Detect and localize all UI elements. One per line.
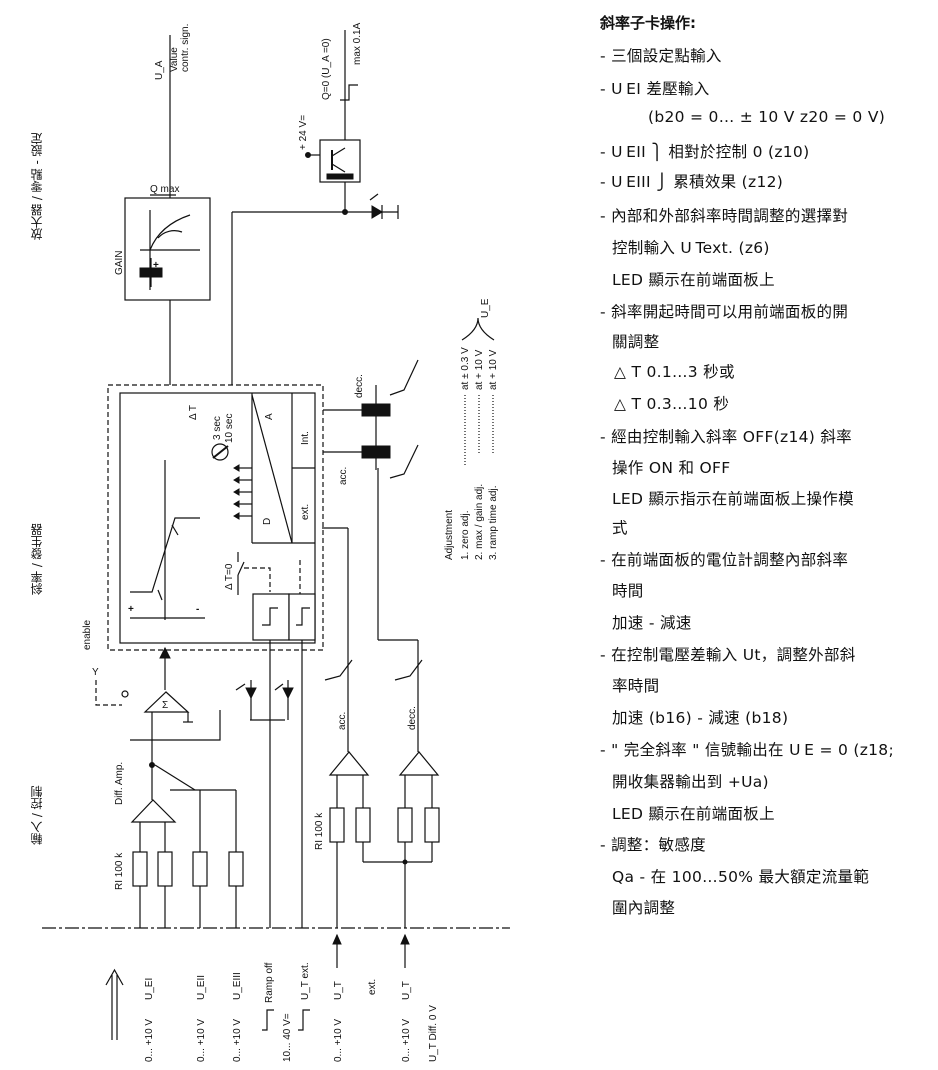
note-line: 式	[612, 519, 628, 537]
note-line: - 經由控制輸入斜率 OFF(z14) 斜率	[600, 428, 852, 446]
input-ext-name: ext.	[367, 979, 378, 995]
gain-label: GAIN	[114, 251, 125, 275]
input-ramp-off-range: 10... 40 V=	[282, 1013, 293, 1062]
note-line: LED 顯示在前端面板上	[612, 805, 775, 823]
note-line: 操作 ON 和 OFF	[612, 459, 731, 477]
int-label: Int.	[300, 431, 311, 445]
input-ue1-name: U_EI	[144, 978, 155, 1000]
svg-text:Y: Y	[92, 667, 99, 678]
adj2-label: 2. max / gain adj.	[474, 484, 485, 560]
note-line: - 內部和外部斜率時間調整的選擇對	[600, 207, 849, 225]
led-diode-top	[371, 205, 383, 219]
input-ue1-range: 0... +10 V	[144, 1019, 155, 1062]
section-input-label: 輸入 / 控制	[30, 785, 44, 845]
note-line: 加速 (b16) - 減速 (b18)	[612, 709, 789, 727]
q-max-label: Q max	[150, 184, 179, 195]
adj1-label: 1. zero adj.	[460, 511, 471, 560]
input-ut-ext-name: U_T ext.	[300, 962, 311, 1000]
ua-contr-label: contr. sign.	[180, 24, 191, 72]
input-ue2-range: 0... +10 V	[196, 1019, 207, 1062]
supply-label: + 24 V=	[298, 115, 309, 150]
adj1-value: at ± 0.3 V	[460, 347, 471, 390]
ue-label: U_E	[480, 298, 491, 318]
diff-amp-label: Diff. Amp.	[114, 762, 125, 805]
note-line: - U EI 差壓輸入	[600, 80, 710, 98]
input-ramp-off-name: Ramp off	[264, 962, 275, 1003]
dt0-label: Δ T=0	[224, 563, 235, 590]
note-line: Qa - 在 100…50% 最大額定流量範	[612, 868, 870, 886]
acc-potentiometer	[361, 445, 391, 459]
section-amp-label: 放大器 / 零點 - 設定	[30, 132, 44, 240]
ramp-a-label: A	[264, 413, 275, 420]
note-line: 圍內調整	[612, 899, 676, 917]
gain-box	[124, 197, 211, 301]
input-ut2-name: U_T	[401, 981, 412, 1000]
note-line: 關調整	[612, 333, 660, 351]
ua-label: U_A	[154, 60, 165, 80]
enable-line	[95, 680, 122, 706]
note-line: 加速 - 減速	[612, 614, 692, 632]
input-ue3-range: 0... +10 V	[232, 1019, 243, 1062]
q0-label: Q=0 (U_A =0)	[321, 38, 332, 100]
ramp-waveform	[130, 517, 200, 593]
note-line: LED 顯示指示在前端面板上操作模	[612, 490, 854, 508]
acc-bot-label: acc.	[337, 712, 348, 730]
delta-t-label: Δ T	[188, 405, 199, 420]
note-line: △ T 0.3…10 秒	[614, 395, 730, 413]
ramp-selector-arrows	[233, 464, 252, 520]
note-line: △ T 0.1…3 秒或	[614, 363, 735, 381]
ri100k-b-label: RI 100 k	[314, 812, 325, 850]
note-line: 率時間	[612, 677, 660, 695]
note-line: - U EIII ⎭ 累積效果 (z12)	[600, 173, 784, 191]
ue-brace	[461, 317, 495, 341]
note-line: 開收集器輸出到 +Ua)	[612, 773, 769, 791]
notes-title: 斜率子卡操作:	[600, 14, 696, 32]
input-ue2-name: U_EII	[196, 975, 207, 1000]
ramp-d-label: D	[262, 518, 273, 525]
input-ut-name: U_T	[333, 981, 344, 1000]
t3-label: 3 sec	[212, 416, 223, 440]
input-ut-range: 0... +10 V	[333, 1019, 344, 1062]
enable-label: enable	[82, 620, 93, 650]
input-ue3-name: U_EIII	[232, 972, 243, 1000]
note-line: - 在控制電壓差輸入 Ut，調整外部斜	[600, 646, 856, 664]
note-line: - U EII ⎫ 相對於控制 0 (z10)	[600, 143, 810, 161]
decc-bot-label: decc.	[407, 706, 418, 730]
acc-amplifier	[328, 751, 370, 776]
adjustment-title: Adjustment	[444, 510, 455, 560]
t10-label: 10 sec	[224, 414, 235, 443]
section-ramp-label: 斜率 / 發生器	[30, 523, 44, 595]
decc-top-label: decc.	[354, 374, 365, 398]
ua-value-label: Value	[169, 47, 180, 72]
decc-potentiometer	[361, 403, 391, 417]
ramp-time-switch	[211, 443, 229, 461]
input-ut-diff: U_T Diff. 0 V	[428, 1005, 439, 1062]
acc-top-label: acc.	[338, 467, 349, 485]
note-line: - 在前端面板的電位計調整內部斜率	[600, 551, 849, 569]
input-ut2-range: 0... +10 V	[401, 1019, 412, 1062]
ext-label: ext.	[300, 504, 311, 520]
ramp-plus-label: +	[128, 604, 134, 615]
sigma-label: Σ	[162, 700, 168, 711]
summing-amplifier	[143, 691, 190, 713]
adj2-value: at + 10 V	[474, 349, 485, 390]
diff-amplifier	[130, 799, 177, 823]
note-line: (b20 = 0… ± 10 V z20 = 0 V)	[648, 108, 886, 126]
max-current-label: max 0.1A	[352, 22, 363, 65]
decc-amplifier	[398, 751, 440, 776]
note-line: LED 顯示在前端面板上	[612, 271, 775, 289]
note-line: - " 完全斜率 " 信號輸出在 U E = 0 (z18;	[600, 741, 894, 759]
note-line: - 斜率開起時間可以用前端面板的開	[600, 303, 849, 321]
note-line: 控制輸入 U Text. (z6)	[612, 239, 770, 257]
gain-plus-label: +	[153, 260, 159, 271]
ramp-generator-frame	[107, 384, 324, 651]
note-line: - 三個設定點輸入	[600, 47, 722, 65]
note-line: 時間	[612, 582, 644, 600]
adj3-value: at + 10 V	[488, 349, 499, 390]
adj3-label: 3. ramp time adj.	[488, 486, 499, 560]
block-diagram: U_A Value contr. sign. Q max GAIN + Q=0 …	[42, 22, 510, 1062]
note-line: - 調整：敏感度	[600, 836, 706, 854]
ri100k-a-label: RI 100 k	[114, 852, 125, 890]
ramp-minus-label: -	[196, 604, 199, 615]
